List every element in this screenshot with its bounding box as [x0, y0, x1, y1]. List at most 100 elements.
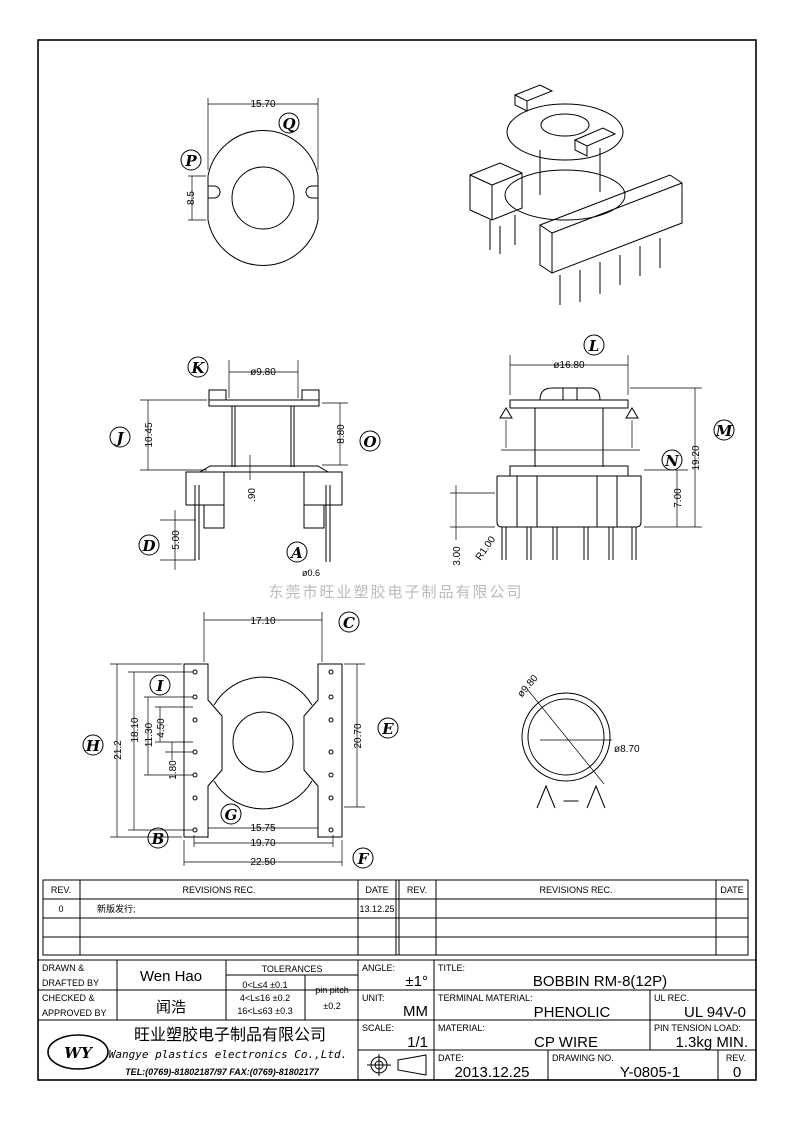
dim-width: 15.70: [250, 99, 275, 110]
dim-g: 15.75: [250, 823, 275, 834]
tolerance-1: 0<L≤4 ±0.1: [242, 980, 287, 990]
dim-pitch: 1.80: [168, 760, 179, 780]
material-value: CP WIRE: [534, 1034, 598, 1051]
dim-radius: R1.00: [474, 534, 499, 563]
dim-overall: 22.50: [250, 857, 275, 868]
drawing-no-value: Y-0805-1: [620, 1064, 680, 1081]
front-view: ø9.80 10.45 8.80 .90 5.00 ø0.6 K J O D A: [109, 356, 381, 578]
bubble-e: E: [381, 720, 394, 738]
ul-label: UL REC.: [654, 993, 689, 1003]
dim-slot: 4.50: [156, 718, 167, 738]
company-contact: TEL:(0769)-81802187/97 FAX:(0769)-818021…: [125, 1067, 320, 1077]
company-name-cn: 旺业塑胶电子制品有限公司: [134, 1026, 326, 1044]
dim-pin-dia: ø0.6: [302, 568, 320, 578]
dim-top: 17.10: [250, 616, 275, 627]
section-label-dash: —: [564, 792, 579, 809]
dim-e: 20.70: [353, 723, 364, 748]
bubble-m: M: [715, 422, 733, 440]
dim-winding: 8.80: [336, 424, 347, 444]
bubble-b: B: [151, 830, 165, 848]
section-a-a: ø9.80 ø8.70 —: [516, 673, 640, 809]
revision-table: REV. REVISIONS REC. DATE REV. REVISIONS …: [42, 879, 749, 956]
dim-mid: 11.30: [144, 722, 155, 747]
terminal-material-value: PHENOLIC: [534, 1004, 611, 1021]
dim-h: 21.2: [113, 740, 124, 760]
tolerance-2: 4<L≤16 ±0.2: [240, 993, 290, 1003]
tolerances-label: TOLERANCES: [262, 964, 323, 974]
pin-holes: [192, 669, 334, 833]
terminal-material-label: TERMINAL MATERIAL:: [438, 993, 533, 1003]
rev-header-2: REV.: [407, 885, 427, 895]
unit-value: MM: [403, 1003, 428, 1020]
bubble-o: O: [363, 433, 376, 451]
drawn-label: DRAWN &: [42, 963, 84, 973]
dim-notch: 8.5: [186, 191, 197, 205]
revisions-header-2: REVISIONS REC.: [539, 885, 612, 895]
rev-header: REV.: [51, 885, 71, 895]
revision-row-rev: 0: [58, 904, 63, 914]
rev-value: 0: [733, 1064, 741, 1081]
bubble-d: D: [141, 537, 155, 555]
bubble-g: G: [225, 806, 238, 824]
dim-pin: 3.00: [452, 546, 463, 566]
bubble-j: J: [113, 429, 124, 447]
approved-label: APPROVED BY: [42, 1008, 107, 1018]
angle-value: ±1°: [405, 973, 428, 990]
bubble-h: H: [85, 737, 101, 755]
dim-total-height: 19.20: [691, 445, 702, 470]
tolerance-3: 16<L≤63 ±0.3: [237, 1006, 292, 1016]
dim-row: 19.70: [250, 838, 275, 849]
title-block: DRAWN & DRAFTED BY Wen Hao CHECKED & APP…: [37, 959, 757, 1081]
bottom-view: 17.10 21.2 18.10 11.30 4.50 1.80 20.70 1…: [82, 611, 399, 869]
unit-label: UNIT:: [362, 993, 385, 1003]
dim-flange-dia: ø16.80: [553, 360, 585, 371]
dim-core-dia: ø9.80: [250, 367, 276, 378]
bubble-n: N: [664, 452, 680, 470]
revision-row-date: 13.12.25: [359, 904, 394, 914]
bubble-a: A: [289, 544, 303, 562]
core-hole: [231, 166, 295, 230]
dim-flange: .90: [247, 488, 258, 502]
bubble-l: L: [588, 337, 600, 355]
top-view: 15.70 8.5 P Q: [180, 98, 319, 266]
angle-label: ANGLE:: [362, 963, 395, 973]
dim-section-outer: ø9.80: [516, 673, 541, 700]
flange-outline: [207, 130, 319, 266]
pin-pitch-value: ±0.2: [323, 1001, 340, 1011]
bubble-f: F: [357, 850, 370, 868]
material-label: MATERIAL:: [438, 1023, 485, 1033]
checked-by: 闻浩: [156, 999, 186, 1016]
bubble-q: Q: [282, 115, 295, 133]
checked-label: CHECKED &: [42, 993, 95, 1003]
dim-pin-length: 5.00: [171, 530, 182, 550]
revision-row-rec: 新版发行;: [97, 903, 136, 914]
dim-pin-span: 18.10: [130, 717, 141, 742]
rev-label: REV.: [726, 1053, 746, 1063]
ul-value: UL 94V-0: [684, 1004, 746, 1021]
isometric-view: [469, 84, 683, 305]
company-name-en: Wangye plastics electronics Co.,Ltd.: [109, 1048, 347, 1061]
pin-tension-label: PIN TENSION LOAD:: [654, 1023, 741, 1033]
drawn-by: Wen Hao: [140, 968, 202, 985]
pin-pitch-label: pin pitch: [315, 985, 349, 995]
scale-value: 1/1: [407, 1034, 428, 1051]
title-value: BOBBIN RM-8(12P): [533, 973, 667, 990]
bubble-c: C: [343, 614, 355, 632]
date-label: DATE:: [438, 1053, 464, 1063]
drawing-no-label: DRAWING NO.: [552, 1053, 614, 1063]
pin-tension-value: 1.3kg MIN.: [675, 1034, 748, 1051]
flange-notches: [208, 185, 318, 199]
dim-section-inner: ø8.70: [614, 744, 640, 755]
projection-symbol-icon: [367, 1054, 427, 1076]
bubble-k: K: [190, 359, 205, 377]
dim-height: 10.45: [144, 422, 155, 447]
bubble-i: I: [155, 677, 164, 695]
scale-label: SCALE:: [362, 1023, 394, 1033]
side-view: ø16.80 19.20 7.00 3.00 R1.00 L M N: [450, 334, 735, 566]
watermark: 东莞市旺业塑胶电子制品有限公司: [268, 584, 523, 601]
logo-text: WY: [64, 1044, 93, 1062]
drafted-label: DRAFTED BY: [42, 978, 99, 988]
company-logo: WY: [47, 1034, 109, 1070]
date-value: 2013.12.25: [454, 1064, 529, 1081]
